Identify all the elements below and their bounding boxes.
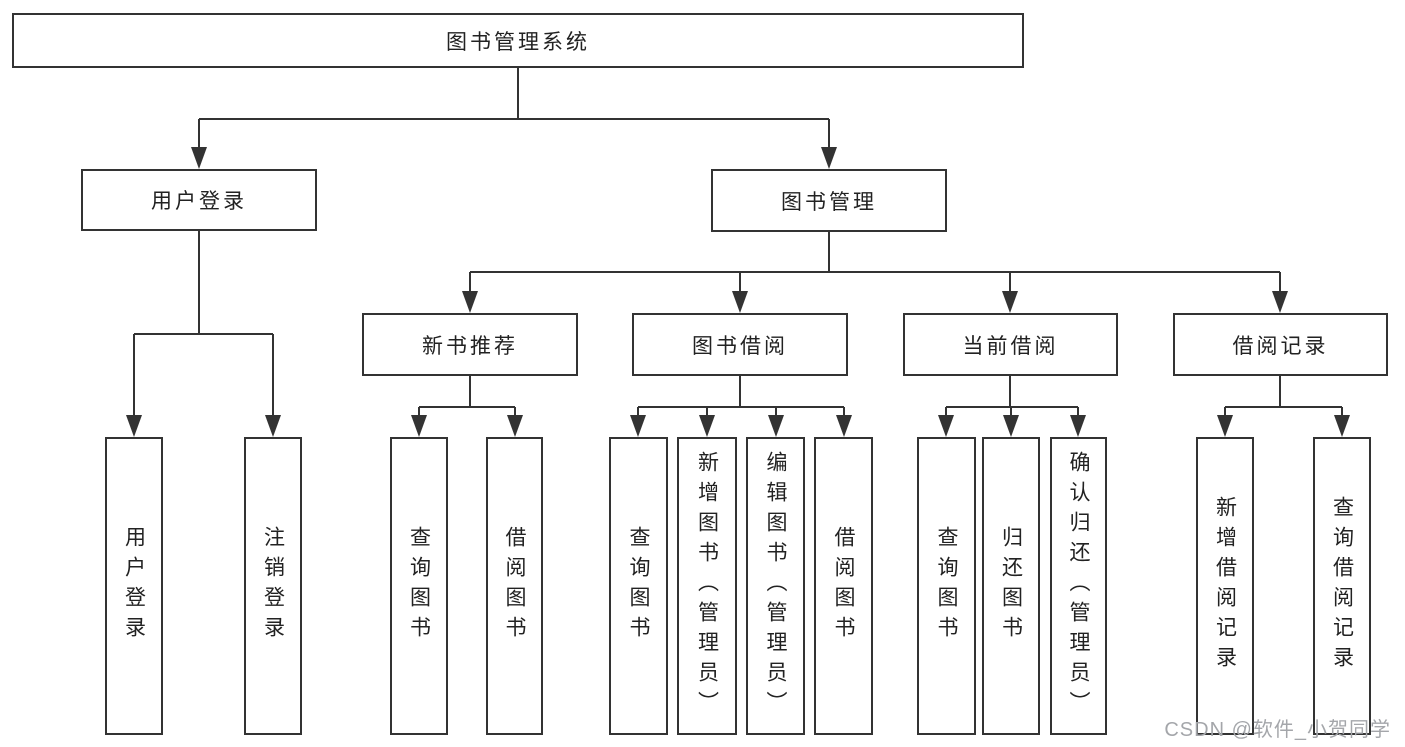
connector-line — [706, 407, 708, 417]
connector-line — [775, 407, 777, 417]
connector-line — [419, 406, 515, 408]
connector-line — [418, 407, 420, 417]
leaf-label: 编辑图书（管理员） — [764, 451, 787, 721]
arrow-down-icon — [411, 415, 427, 437]
connector-line — [199, 118, 829, 120]
arrow-down-icon — [821, 147, 837, 169]
leaf-label: 用户登录 — [122, 526, 146, 646]
arrow-down-icon — [768, 415, 784, 437]
node-new-book-recommendation: 新书推荐 — [362, 313, 578, 376]
connector-line — [1010, 407, 1012, 417]
connector-line — [198, 231, 200, 334]
leaf-label: 查询图书 — [935, 526, 958, 646]
leaf-borrow-books-recommend: 借阅图书 — [486, 437, 543, 735]
leaf-edit-book-admin: 编辑图书（管理员） — [746, 437, 805, 735]
arrow-down-icon — [836, 415, 852, 437]
connector-line — [514, 407, 516, 417]
arrow-down-icon — [1003, 415, 1019, 437]
leaf-label: 确认归还（管理员） — [1067, 451, 1090, 721]
leaf-label: 查询图书 — [407, 526, 431, 646]
arrow-down-icon — [265, 415, 281, 437]
csdn-watermark: CSDN @软件_小贺同学 — [1164, 719, 1391, 741]
leaf-query-books-borrowing: 查询图书 — [609, 437, 668, 735]
leaf-label: 注销登录 — [261, 526, 285, 646]
connector-line — [1009, 272, 1011, 293]
connector-line — [1279, 272, 1281, 293]
node-book-management: 图书管理 — [711, 169, 947, 232]
connector-line — [1279, 376, 1281, 408]
connector-line — [843, 407, 845, 417]
leaf-label: 借阅图书 — [503, 526, 526, 646]
connector-line — [469, 376, 471, 408]
connector-line — [1341, 407, 1343, 417]
leaf-return-book: 归还图书 — [982, 437, 1040, 735]
connector-line — [1077, 407, 1079, 417]
arrow-down-icon — [1334, 415, 1350, 437]
connector-line — [1009, 376, 1011, 408]
connector-line — [637, 407, 639, 417]
connector-line — [1224, 407, 1226, 417]
arrow-down-icon — [462, 291, 478, 313]
leaf-label: 查询图书 — [627, 526, 650, 646]
leaf-confirm-return-admin: 确认归还（管理员） — [1050, 437, 1107, 735]
leaf-label: 借阅图书 — [832, 526, 855, 646]
arrow-down-icon — [1070, 415, 1086, 437]
connector-line — [134, 333, 273, 335]
leaf-logout: 注销登录 — [244, 437, 302, 735]
connector-line — [517, 68, 519, 119]
arrow-down-icon — [507, 415, 523, 437]
leaf-user-login: 用户登录 — [105, 437, 163, 735]
connector-line — [828, 119, 830, 149]
arrow-down-icon — [191, 147, 207, 169]
node-book-borrowing: 图书借阅 — [632, 313, 848, 376]
arrow-down-icon — [699, 415, 715, 437]
leaf-label: 归还图书 — [999, 526, 1023, 646]
leaf-borrow-books-borrowing: 借阅图书 — [814, 437, 873, 735]
connector-line — [828, 232, 830, 272]
connector-line — [945, 407, 947, 417]
arrow-down-icon — [126, 415, 142, 437]
arrow-down-icon — [630, 415, 646, 437]
node-borrowing-records: 借阅记录 — [1173, 313, 1388, 376]
node-current-borrowing: 当前借阅 — [903, 313, 1118, 376]
arrow-down-icon — [938, 415, 954, 437]
leaf-label: 新增借阅记录 — [1213, 496, 1237, 676]
leaf-query-books-current: 查询图书 — [917, 437, 976, 735]
arrow-down-icon — [732, 291, 748, 313]
leaf-query-books-recommend: 查询图书 — [390, 437, 448, 735]
connector-line — [272, 334, 274, 417]
connector-line — [133, 334, 135, 417]
connector-line — [739, 272, 741, 293]
node-user-login: 用户登录 — [81, 169, 317, 231]
connector-line — [469, 272, 471, 293]
connector-line — [1225, 406, 1342, 408]
leaf-label: 新增图书（管理员） — [695, 451, 719, 721]
leaf-label: 查询借阅记录 — [1330, 496, 1354, 676]
leaf-add-borrow-record: 新增借阅记录 — [1196, 437, 1254, 735]
connector-line — [739, 376, 741, 408]
arrow-down-icon — [1002, 291, 1018, 313]
connector-line — [198, 119, 200, 149]
connector-line — [470, 271, 1280, 273]
node-library-management-system: 图书管理系统 — [12, 13, 1024, 68]
arrow-down-icon — [1272, 291, 1288, 313]
connector-line — [946, 406, 1078, 408]
connector-line — [638, 406, 844, 408]
leaf-add-book-admin: 新增图书（管理员） — [677, 437, 737, 735]
arrow-down-icon — [1217, 415, 1233, 437]
leaf-query-borrow-record: 查询借阅记录 — [1313, 437, 1371, 735]
